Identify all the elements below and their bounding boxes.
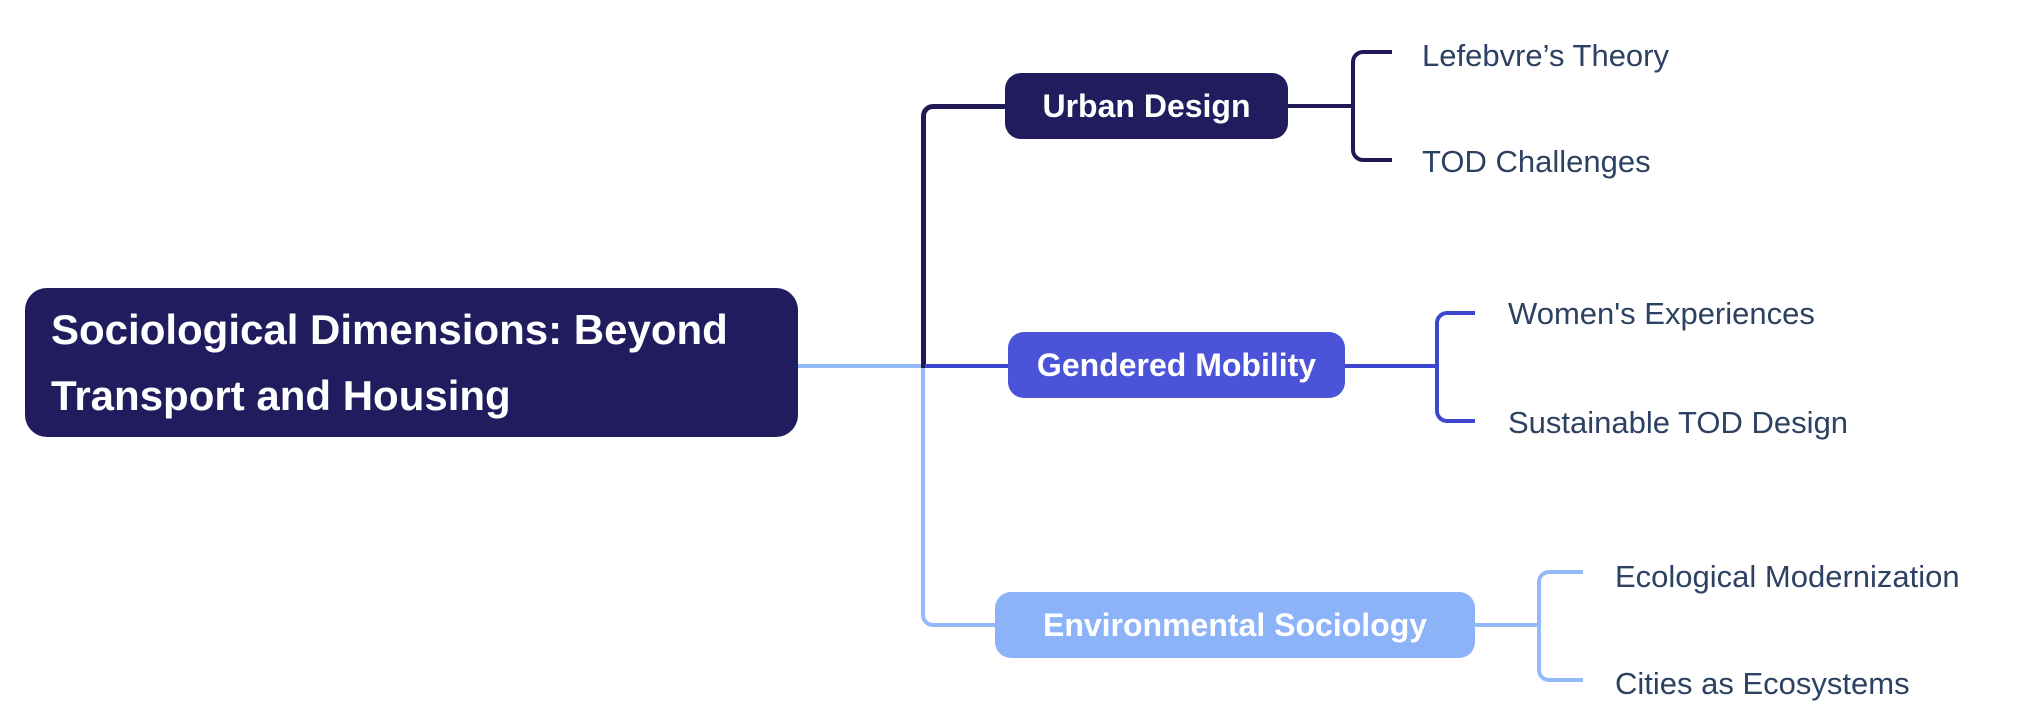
- child-topic-lefebvres-theory[interactable]: Lefebvre’s Theory: [1422, 38, 1670, 73]
- branch-node-gendered-mobility[interactable]: Gendered Mobility: [1008, 332, 1345, 398]
- connector-environmental-sociology-to-children: [1475, 623, 1540, 627]
- branch-node-environmental-sociology[interactable]: Environmental Sociology: [995, 592, 1475, 658]
- connector-trunk-to-environmental-sociology: [921, 364, 999, 627]
- root-label-line-1: Sociological Dimensions: Beyond: [51, 305, 728, 353]
- child-topic-ecological-modernization[interactable]: Ecological Modernization: [1615, 559, 1960, 594]
- child-topic-tod-challenges[interactable]: TOD Challenges: [1422, 144, 1651, 179]
- root-node[interactable]: Sociological Dimensions: Beyond Transpor…: [25, 288, 798, 437]
- branch-node-urban-design[interactable]: Urban Design: [1005, 73, 1288, 139]
- connector-gendered-mobility-to-children: [1345, 364, 1438, 368]
- branch-label: Urban Design: [1042, 87, 1251, 124]
- connector-trunk-to-gendered-mobility: [925, 364, 1010, 368]
- bracket-urban-design-bottom: [1351, 106, 1392, 162]
- branch-label: Environmental Sociology: [1042, 606, 1428, 643]
- bracket-environmental-sociology-top: [1537, 570, 1583, 625]
- connector-root-to-trunk: [798, 364, 921, 368]
- connector-trunk-to-urban-design: [921, 104, 1007, 368]
- child-topic-sustainable-tod-design[interactable]: Sustainable TOD Design: [1508, 405, 1849, 440]
- bracket-environmental-sociology-bottom: [1537, 625, 1583, 682]
- bracket-gendered-mobility-top: [1435, 311, 1475, 366]
- root-node-label: Sociological Dimensions: Beyond Transpor…: [51, 297, 728, 429]
- connector-urban-design-to-children: [1288, 104, 1354, 108]
- branch-label: Gendered Mobility: [1036, 346, 1317, 383]
- child-topic-womens-experiences[interactable]: Women's Experiences: [1508, 296, 1815, 331]
- child-topic-cities-as-ecosystems[interactable]: Cities as Ecosystems: [1615, 666, 1910, 701]
- bracket-gendered-mobility-bottom: [1435, 366, 1475, 423]
- root-label-line-2: Transport and Housing: [51, 371, 511, 419]
- bracket-urban-design-top: [1351, 50, 1392, 106]
